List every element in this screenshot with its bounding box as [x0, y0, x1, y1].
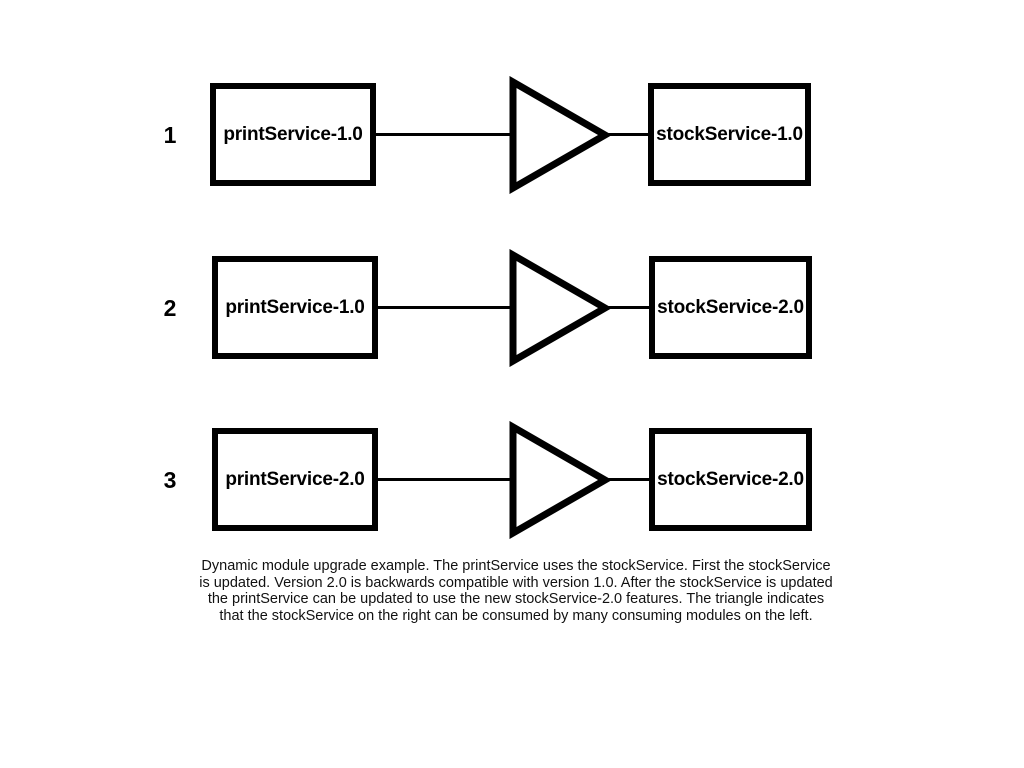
- consumer-label-row-2: printService-1.0: [225, 296, 365, 318]
- provider-box-row-3[interactable]: stockService-2.0: [649, 428, 812, 531]
- provides-triangle-icon-row-2: [509, 249, 613, 367]
- caption-line-4: that the stockService on the right can b…: [219, 607, 813, 624]
- provider-box-row-1[interactable]: stockService-1.0: [648, 83, 811, 186]
- caption-line-3: the printService can be updated to use t…: [207, 591, 825, 608]
- caption-line-2: is updated. Version 2.0 is backwards com…: [199, 574, 833, 591]
- connector-line-left-row-1: [376, 133, 512, 136]
- provider-label-row-1: stockService-1.0: [656, 123, 803, 145]
- provider-box-row-2[interactable]: stockService-2.0: [649, 256, 812, 359]
- consumer-box-row-2[interactable]: printService-1.0: [212, 256, 378, 359]
- provides-triangle-icon-row-1: [509, 76, 613, 194]
- connector-line-left-row-2: [378, 306, 512, 309]
- row-number-3: 3: [163, 466, 177, 493]
- row-number-1: 1: [163, 121, 177, 148]
- diagram-row-1: 1 printService-1.0 stockService-1.0: [0, 76, 1024, 194]
- row-number-2: 2: [163, 294, 177, 321]
- consumer-label-row-1: printService-1.0: [223, 123, 363, 145]
- caption-line-1: Dynamic module upgrade example. The prin…: [201, 558, 831, 574]
- consumer-label-row-3: printService-2.0: [225, 468, 365, 490]
- connector-line-right-row-1: [602, 133, 649, 136]
- diagram-row-2: 2 printService-1.0 stockService-2.0: [0, 249, 1024, 367]
- connector-line-right-row-3: [602, 478, 650, 481]
- provider-label-row-2: stockService-2.0: [657, 296, 804, 318]
- consumer-box-row-1[interactable]: printService-1.0: [210, 83, 376, 186]
- provides-triangle-icon-row-3: [509, 421, 613, 539]
- diagram-row-3: 3 printService-2.0 stockService-2.0: [0, 421, 1024, 539]
- consumer-box-row-3[interactable]: printService-2.0: [212, 428, 378, 531]
- connector-line-left-row-3: [378, 478, 512, 481]
- provider-label-row-3: stockService-2.0: [657, 468, 804, 490]
- diagram-caption: Dynamic module upgrade example. The prin…: [180, 558, 852, 624]
- connector-line-right-row-2: [602, 306, 650, 309]
